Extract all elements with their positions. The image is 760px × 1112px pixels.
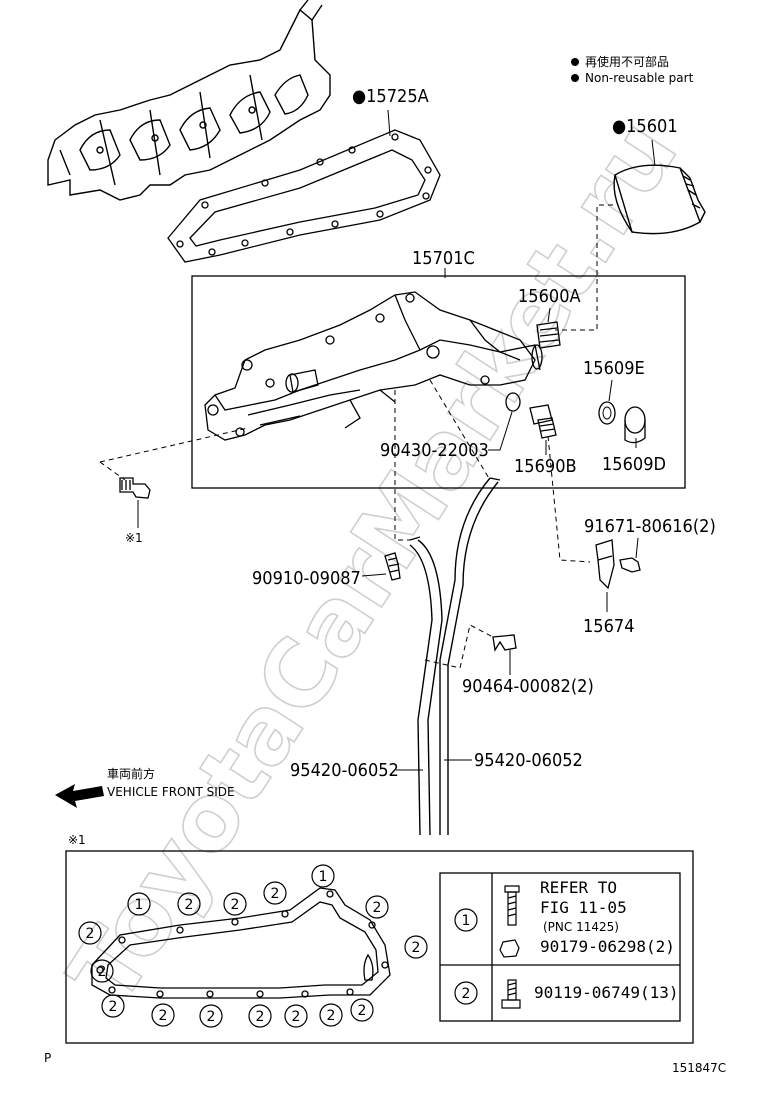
table-ref-line1: REFER TO (540, 878, 617, 897)
leader-line (488, 411, 513, 451)
oil-cooler-housing-drawing (204, 291, 543, 441)
dashed-line (99, 427, 249, 463)
legend: 再使用不可部品 Non-reusable part (571, 54, 694, 85)
figure-code: 151847C (672, 1061, 726, 1075)
part-label-15674: 15674 (583, 616, 635, 637)
table-ref-line3: (PNC 11425) (543, 920, 619, 934)
direction-label-jp: 車両前方 (107, 766, 155, 781)
part-label-15725a: ●15725A (352, 86, 429, 107)
part-label-90430-22003: 90430-22003 (380, 440, 489, 461)
detail-box-mark: ※1 (68, 833, 86, 847)
svg-text:2: 2 (86, 926, 95, 942)
union-15600a-drawing (536, 321, 561, 349)
part-label-91671-80616: 91671-80616(2) (584, 516, 716, 537)
bolt-reference-table (439, 872, 681, 1022)
part-label-95420-right: 95420-06052 (474, 750, 583, 771)
bolt-90910-drawing (384, 552, 401, 581)
gasket-detail-drawing (91, 887, 391, 999)
nut-icon (499, 939, 520, 958)
svg-text:2: 2 (358, 1003, 367, 1019)
part-label-95420-left: 95420-06052 (290, 760, 399, 781)
bolt-type1-icon (504, 885, 520, 926)
dashed-line (99, 461, 126, 481)
part-label-90910-09087: 90910-09087 (252, 568, 361, 589)
svg-text:2: 2 (98, 964, 107, 980)
dashed-line (424, 624, 494, 669)
gasket-15609e-inner (602, 406, 612, 420)
dashed-line (394, 390, 410, 541)
svg-text:2: 2 (185, 897, 194, 913)
engine-block-drawing (47, 0, 331, 201)
part-label-90464-00082: 90464-00082(2) (462, 676, 594, 697)
dashed-line (429, 379, 491, 481)
part-label-15600a: 15600A (518, 286, 581, 307)
bolt-detail-1-drawing (119, 477, 151, 499)
part-label-15609d: 15609D (602, 454, 666, 475)
svg-text:2: 2 (256, 1009, 265, 1025)
page-letter: P (44, 1051, 51, 1065)
oil-hose-drawing (409, 477, 501, 836)
table-ref-line2: FIG 11-05 (540, 898, 627, 917)
table-key-2: 2 (462, 986, 471, 1002)
direction-label-en: VEHICLE FRONT SIDE (107, 785, 235, 799)
table-key-1: 1 (462, 913, 471, 929)
oil-cooler-assembly-box (191, 275, 686, 489)
table-part-90179: 90179-06298(2) (540, 937, 675, 956)
svg-text:2: 2 (271, 886, 280, 902)
bolt-91671-drawing (619, 557, 641, 573)
part-label-15690b: 15690B (514, 456, 577, 477)
bolt-type2-icon (501, 979, 521, 1009)
svg-text:2: 2 (327, 1008, 336, 1024)
svg-text:1: 1 (319, 869, 328, 885)
bolt-position-numbers: 1 2 2 2 1 2 2 2 2 2 2 2 2 2 2 2 (86, 869, 421, 1025)
part-label-15701c: 15701C (412, 248, 475, 269)
clamp-90464-drawing (492, 634, 517, 652)
oil-filter-drawing (613, 164, 706, 235)
svg-text:2: 2 (207, 1009, 216, 1025)
bracket-15674-drawing (595, 539, 615, 590)
part-label-15601: ●15601 (612, 116, 678, 137)
gasket-15609e-drawing (598, 401, 616, 425)
leader-line (547, 307, 551, 323)
non-reusable-dot-icon (571, 74, 579, 82)
non-reusable-dot-icon (571, 58, 579, 66)
dashed-line (547, 435, 591, 563)
leader-line (651, 139, 656, 167)
plug-15690b-drawing (529, 404, 557, 439)
svg-text:2: 2 (159, 1008, 168, 1024)
leader-line (387, 109, 391, 137)
table-part-90119: 90119-06749(13) (534, 983, 679, 1002)
svg-text:1: 1 (135, 897, 144, 913)
svg-text:2: 2 (412, 940, 421, 956)
gasket-15609d-drawing (624, 406, 646, 444)
bolt-position-markers (78, 864, 428, 1028)
dashed-line (555, 204, 613, 331)
svg-text:2: 2 (109, 999, 118, 1015)
leader-line (635, 537, 639, 559)
svg-text:2: 2 (231, 897, 240, 913)
table-key-circle-2 (454, 981, 478, 1005)
gasket-90430-drawing (505, 392, 521, 412)
detail-mark-label: ※1 (125, 531, 143, 545)
vehicle-front-arrow-icon (55, 784, 104, 808)
table-key-circle-1 (454, 908, 478, 932)
svg-text:2: 2 (292, 1009, 301, 1025)
gasket-15725a-drawing (167, 129, 441, 263)
svg-text:2: 2 (373, 900, 382, 916)
leader-line (361, 573, 387, 577)
legend-jp: 再使用不可部品 (585, 54, 669, 69)
part-label-15609e: 15609E (583, 358, 645, 379)
detail-box (65, 850, 694, 1044)
leader-line (608, 379, 613, 402)
legend-en: Non-reusable part (585, 71, 694, 85)
